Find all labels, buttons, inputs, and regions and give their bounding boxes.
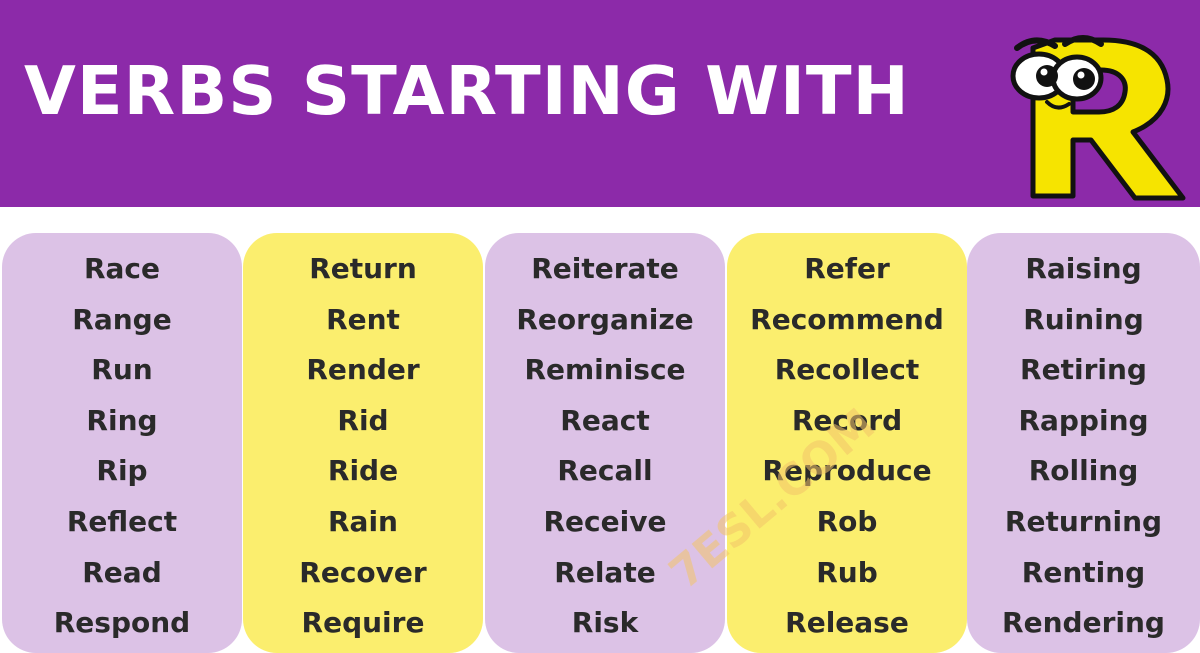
list-item: Reflect (66, 504, 178, 538)
list-item: Reiterate (531, 252, 679, 285)
list-item: Ring (86, 403, 158, 437)
list-item: Respond (53, 606, 191, 640)
list-item: Risk (571, 606, 639, 640)
list-item: Rain (328, 504, 398, 538)
list-item: Ruining (1023, 302, 1144, 336)
list-item: Recollect (774, 353, 920, 387)
list-item: Recall (557, 454, 653, 488)
list-item: Raising (1025, 252, 1142, 285)
list-item: Record (791, 403, 903, 437)
list-item: Run (91, 353, 153, 387)
page-title: VERBS STARTING WITH (24, 52, 910, 130)
list-item: Returning (1004, 504, 1163, 538)
list-item: Reorganize (516, 302, 694, 336)
word-column-3: Reiterate Reorganize Reminisce React Rec… (485, 233, 725, 653)
list-item: Rob (816, 504, 878, 538)
list-item: Refer (804, 252, 890, 285)
word-column-4: Refer Recommend Recollect Record Reprodu… (727, 233, 967, 653)
list-item: Rub (816, 555, 878, 589)
word-column-5: Raising Ruining Retiring Rapping Rolling… (967, 233, 1200, 653)
list-item: Release (785, 606, 909, 640)
header-banner: VERBS STARTING WITH (0, 0, 1200, 207)
list-item: Ride (327, 454, 399, 488)
list-item: Recommend (750, 302, 944, 336)
list-item: Reproduce (762, 454, 932, 488)
list-item: Rolling (1028, 454, 1139, 488)
list-item: Relate (554, 555, 656, 589)
list-item: Return (309, 252, 417, 285)
word-column-1: Race Range Run Ring Rip Reflect Read Res… (2, 233, 242, 653)
list-item: Rip (96, 454, 148, 488)
list-item: React (560, 403, 650, 437)
list-item: Rendering (1002, 606, 1165, 640)
list-item: Read (82, 555, 162, 589)
letter-r-mascot-icon (1010, 35, 1186, 201)
list-item: Require (301, 606, 425, 640)
list-item: Render (306, 353, 420, 387)
list-item: Rapping (1018, 403, 1149, 437)
list-item: Rid (337, 403, 389, 437)
list-item: Range (72, 302, 172, 336)
list-item: Renting (1021, 555, 1146, 589)
list-item: Race (83, 252, 161, 285)
list-item: Recover (299, 555, 427, 589)
word-column-2: Return Rent Render Rid Ride Rain Recover… (243, 233, 483, 653)
list-item: Retiring (1020, 353, 1147, 387)
list-item: Receive (543, 504, 667, 538)
list-item: Reminisce (524, 353, 686, 387)
list-item: Rent (326, 302, 400, 336)
